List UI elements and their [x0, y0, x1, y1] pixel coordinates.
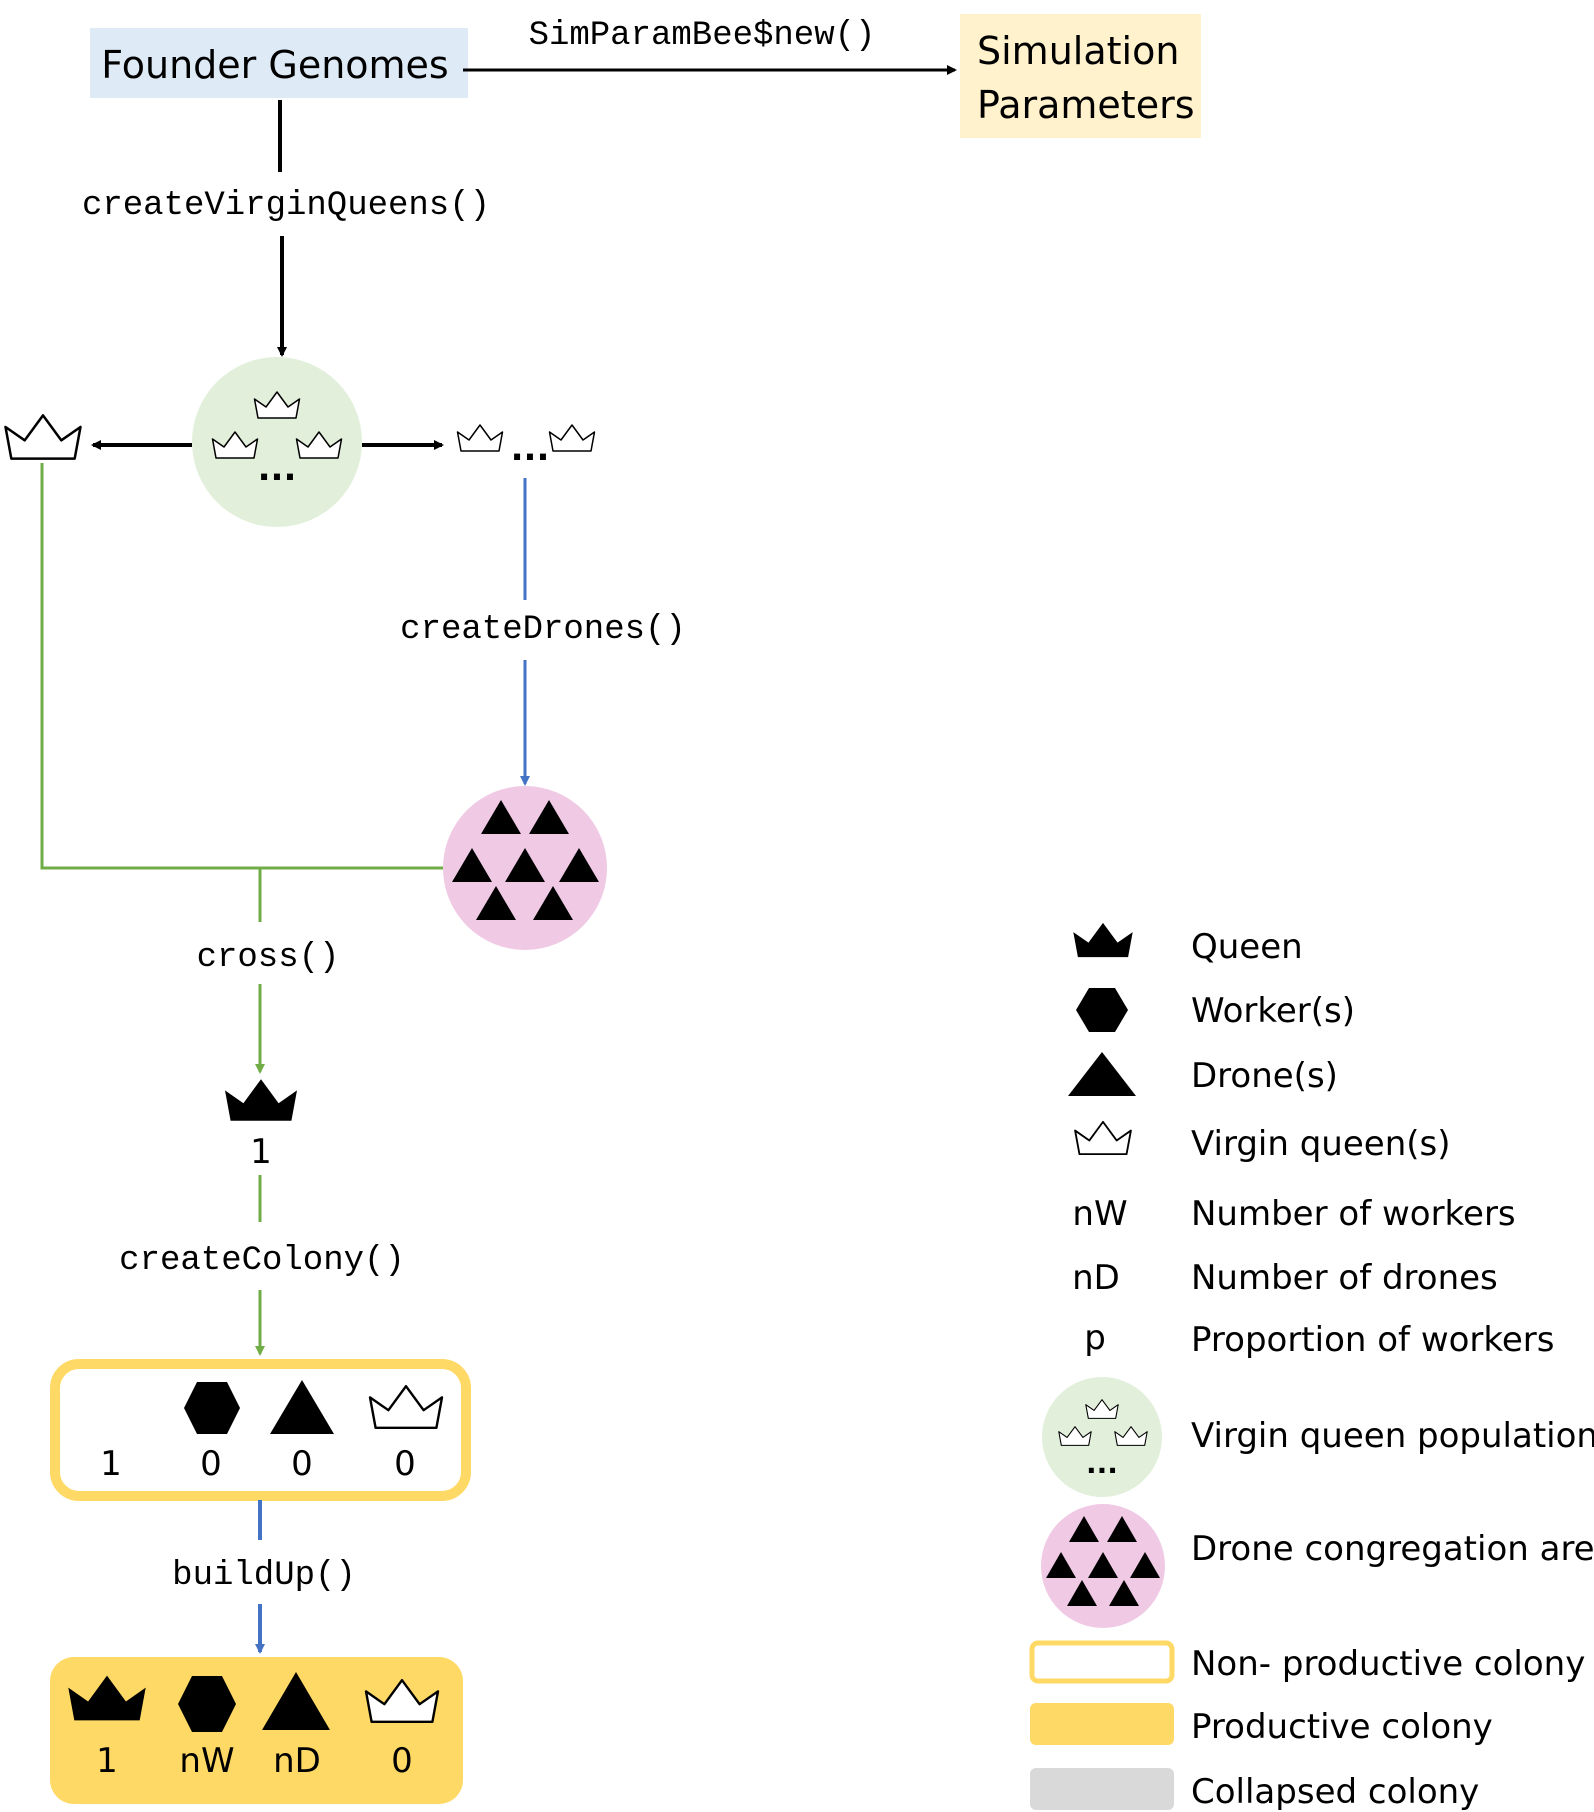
drone-icon — [476, 886, 516, 920]
legend-drones-label: Drone(s) — [1191, 1056, 1338, 1096]
ellipsis: ... — [511, 429, 550, 469]
legend-collapsed-swatch — [1030, 1768, 1174, 1810]
drone-icon — [1109, 1580, 1139, 1606]
legend-virgin-queen-icon — [1074, 1120, 1132, 1156]
legend-nd-label: Number of drones — [1191, 1258, 1498, 1298]
legend-p-label: Proportion of workers — [1191, 1320, 1555, 1360]
simulation-parameters-label-line1: Simulation — [977, 29, 1179, 73]
virgin-queen-icon — [456, 424, 504, 452]
queen-icon — [225, 1079, 297, 1121]
legend-nonproductive-label: Non- productive colony — [1191, 1644, 1585, 1684]
simulation-parameters-label-line2: Parameters — [977, 83, 1195, 127]
simulation-parameters-box — [960, 14, 1201, 138]
legend-productive-swatch — [1030, 1703, 1174, 1745]
legend-workers-label: Worker(s) — [1191, 991, 1355, 1031]
line-virgin-to-cross — [40, 463, 443, 870]
legend-drone-area-label: Drone congregation area — [1191, 1529, 1594, 1569]
drone-icon — [1067, 1580, 1097, 1606]
productive-worker-count: nW — [179, 1741, 234, 1781]
founder-genomes-label: Founder Genomes — [101, 43, 448, 87]
virgin-queen-icon — [548, 424, 596, 452]
productive-drone-count: nD — [273, 1741, 321, 1781]
drone-icon — [270, 1380, 334, 1434]
legend-virgin-queens-label: Virgin queen(s) — [1191, 1124, 1450, 1164]
ellipsis: ... — [1086, 1447, 1118, 1480]
legend-nw-label: Number of workers — [1191, 1194, 1516, 1234]
nonproductive-colony-box — [50, 1359, 471, 1501]
legend-virgin-population-icon — [1042, 1377, 1162, 1497]
legend: Queen Worker(s) Drone(s) Virgin queen(s)… — [1029, 922, 1594, 1812]
legend-p-symbol: p — [1084, 1318, 1106, 1358]
legend-queen-icon — [1073, 922, 1133, 958]
worker-icon — [178, 1676, 236, 1732]
legend-productive-label: Productive colony — [1191, 1707, 1493, 1747]
legend-nw-symbol: nW — [1072, 1194, 1127, 1234]
productive-colony-box — [50, 1657, 463, 1804]
nonproductive-queen-count: 1 — [100, 1444, 122, 1484]
legend-virgin-population-label: Virgin queen population — [1191, 1416, 1594, 1456]
mated-queen-count: 1 — [250, 1132, 272, 1172]
virgin-queen-icon — [4, 414, 82, 460]
drone-icon — [1107, 1516, 1137, 1542]
legend-nd-symbol: nD — [1072, 1258, 1120, 1298]
drone-icon — [529, 800, 569, 834]
nonproductive-drone-count: 0 — [291, 1444, 313, 1484]
func-create-drones: createDrones() — [400, 611, 686, 649]
drone-icon — [505, 848, 545, 882]
founder-genomes-box — [90, 28, 468, 98]
ellipsis: ... — [258, 449, 297, 489]
drone-icon — [1088, 1552, 1118, 1578]
worker-icon — [184, 1382, 240, 1434]
productive-virgin-count: 0 — [391, 1741, 413, 1781]
drone-icon — [452, 848, 492, 882]
drone-icon — [1130, 1552, 1160, 1578]
drone-icon — [262, 1672, 330, 1730]
func-build-up: buildUp() — [172, 1557, 356, 1595]
productive-queen-count: 1 — [96, 1741, 118, 1781]
drone-icon — [1069, 1516, 1099, 1542]
legend-nonproductive-swatch — [1029, 1640, 1175, 1684]
func-sim-param: SimParamBee$new() — [529, 17, 876, 55]
drone-icon — [481, 800, 521, 834]
func-cross: cross() — [197, 939, 340, 977]
drone-icon — [1046, 1552, 1076, 1578]
drone-icon — [559, 848, 599, 882]
nonproductive-worker-count: 0 — [200, 1444, 222, 1484]
legend-drone-icon — [1068, 1052, 1136, 1096]
nonproductive-virgin-count: 0 — [394, 1444, 416, 1484]
legend-worker-icon — [1076, 988, 1128, 1032]
func-create-virgin-queens: createVirginQueens() — [82, 187, 490, 225]
virgin-queen-population — [192, 357, 362, 527]
drone-icon — [533, 886, 573, 920]
func-create-colony: createColony() — [119, 1242, 405, 1280]
legend-collapsed-label: Collapsed colony — [1191, 1772, 1479, 1812]
legend-queen-label: Queen — [1191, 927, 1303, 967]
